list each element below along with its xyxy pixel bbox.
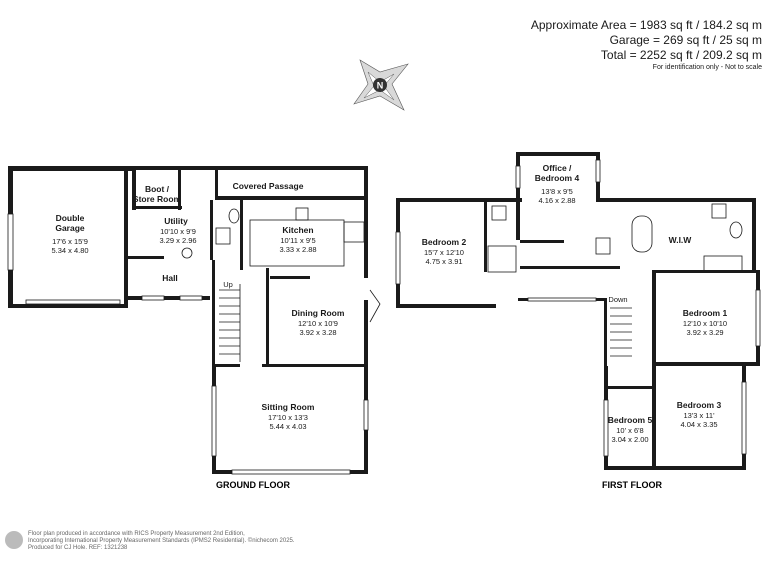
ground-floor-walls bbox=[7, 166, 381, 475]
room-dim-bedroom5-1: 10' x 6'8 bbox=[616, 426, 643, 435]
rics-logo-icon bbox=[5, 531, 23, 549]
room-name-boot-1: Boot / bbox=[145, 184, 170, 194]
room-dim-bedroom1-1: 12'10 x 10'10 bbox=[683, 319, 727, 328]
room-dim-dining-1: 12'10 x 10'9 bbox=[298, 319, 338, 328]
room-dim-office-2: 4.16 x 2.88 bbox=[538, 196, 575, 205]
room-dim-bedroom1-2: 3.92 x 3.29 bbox=[686, 328, 723, 337]
compass-letter: N bbox=[377, 81, 384, 91]
room-dim-bedroom5-2: 3.04 x 2.00 bbox=[611, 435, 648, 444]
stairs-up-label: Up bbox=[223, 280, 233, 289]
area-line-garage: Garage = 269 sq ft / 25 sq m bbox=[609, 33, 762, 47]
room-dim-dining-2: 3.92 x 3.28 bbox=[299, 328, 336, 337]
footer-credits: Floor plan produced in accordance with R… bbox=[28, 531, 295, 552]
room-dim-bedroom3-1: 13'3 x 11' bbox=[683, 411, 715, 420]
first-floor-walls bbox=[395, 152, 761, 470]
area-note: For identification only - Not to scale bbox=[652, 64, 762, 71]
area-line-approx: Approximate Area = 1983 sq ft / 184.2 sq… bbox=[530, 18, 762, 32]
room-dim-bedroom2-1: 15'7 x 12'10 bbox=[424, 248, 464, 257]
room-labels: Double Garage 17'6 x 15'9 5.34 x 4.80 Bo… bbox=[51, 163, 727, 490]
room-name-bedroom3: Bedroom 3 bbox=[677, 400, 722, 410]
room-name-bedroom5: Bedroom 5 bbox=[608, 415, 653, 425]
footer-line-2: Incorporating International Property Mea… bbox=[28, 538, 295, 544]
room-name-garage-1: Double bbox=[56, 213, 85, 223]
room-name-wiw: W.I.W bbox=[669, 235, 693, 245]
room-name-office-2: Bedroom 4 bbox=[535, 173, 580, 183]
area-line-total: Total = 2252 sq ft / 209.2 sq m bbox=[600, 48, 762, 62]
footer-line-1: Floor plan produced in accordance with R… bbox=[28, 531, 245, 537]
room-dim-garage-1: 17'6 x 15'9 bbox=[52, 237, 88, 246]
footer-line-3: Produced for CJ Hole. REF: 1321238 bbox=[28, 545, 128, 551]
room-name-garage-2: Garage bbox=[55, 223, 85, 233]
room-dim-sitting-2: 5.44 x 4.03 bbox=[269, 422, 306, 431]
stairs-down-label: Down bbox=[608, 295, 627, 304]
room-name-hall: Hall bbox=[162, 273, 178, 283]
room-name-utility: Utility bbox=[164, 216, 188, 226]
room-dim-office-1: 13'8 x 9'5 bbox=[541, 187, 573, 196]
room-name-covered-passage: Covered Passage bbox=[233, 181, 304, 191]
area-summary: Approximate Area = 1983 sq ft / 184.2 sq… bbox=[531, 18, 762, 73]
room-dim-utility-1: 10'10 x 9'9 bbox=[160, 227, 196, 236]
room-dim-sitting-1: 17'10 x 13'3 bbox=[268, 413, 308, 422]
room-name-kitchen: Kitchen bbox=[282, 225, 313, 235]
compass-icon: N bbox=[353, 59, 409, 111]
room-dim-kitchen-2: 3.33 x 2.88 bbox=[279, 245, 316, 254]
room-dim-utility-2: 3.29 x 2.96 bbox=[159, 236, 196, 245]
room-name-dining: Dining Room bbox=[292, 308, 345, 318]
ground-floor-label: GROUND FLOOR bbox=[216, 480, 290, 490]
room-name-bedroom2: Bedroom 2 bbox=[422, 237, 467, 247]
room-dim-garage-2: 5.34 x 4.80 bbox=[51, 246, 88, 255]
first-floor-label: FIRST FLOOR bbox=[602, 480, 662, 490]
room-dim-bedroom2-2: 4.75 x 3.91 bbox=[425, 257, 462, 266]
room-name-sitting: Sitting Room bbox=[262, 402, 315, 412]
room-name-bedroom1: Bedroom 1 bbox=[683, 308, 728, 318]
room-dim-kitchen-1: 10'11 x 9'5 bbox=[280, 236, 315, 245]
room-name-office-1: Office / bbox=[543, 163, 572, 173]
room-dim-bedroom3-2: 4.04 x 3.35 bbox=[680, 420, 717, 429]
room-name-boot-2: Store Room bbox=[133, 194, 182, 204]
